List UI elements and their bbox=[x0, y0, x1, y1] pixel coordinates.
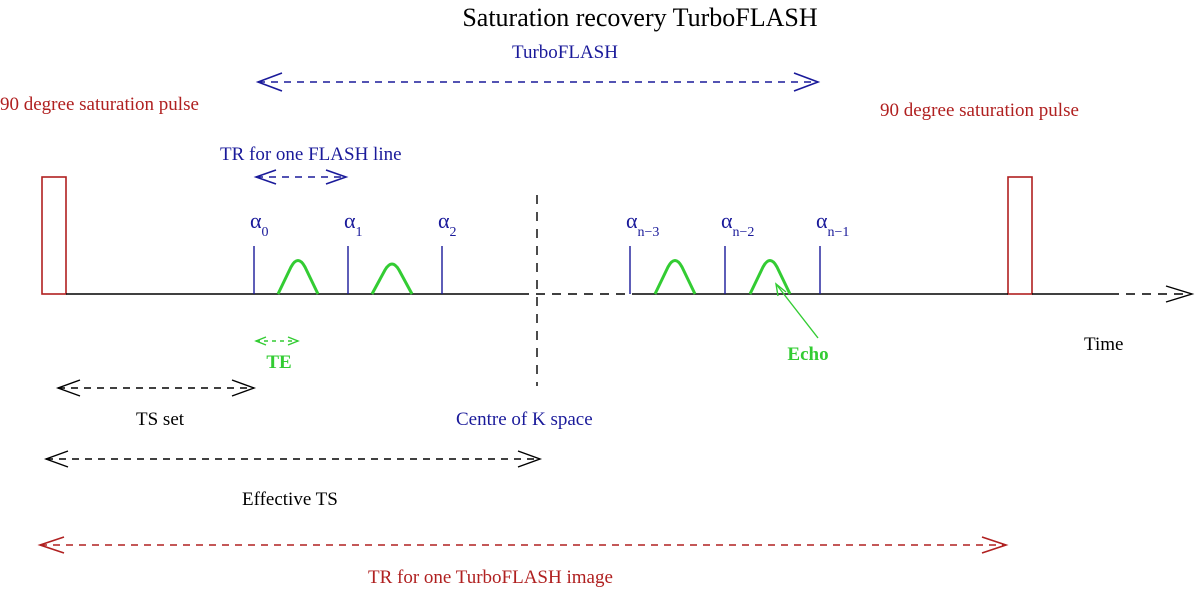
effective-ts-arrow bbox=[43, 450, 543, 468]
echo-3 bbox=[653, 259, 697, 295]
echo-signals bbox=[276, 259, 792, 295]
ts-set-arrow bbox=[55, 379, 257, 397]
alpha-label-1: α1 bbox=[344, 208, 363, 240]
te-arrow bbox=[254, 336, 300, 346]
echo-label: Echo bbox=[787, 344, 828, 365]
tr-line-label: TR for one FLASH line bbox=[220, 144, 402, 165]
echo-1 bbox=[276, 259, 320, 295]
echo-pointer bbox=[775, 282, 819, 339]
sat-pulse-left bbox=[41, 176, 67, 295]
time-label: Time bbox=[1084, 334, 1123, 355]
sat-pulse-left-label: 90 degree saturation pulse bbox=[0, 94, 199, 115]
centre-kspace-label: Centre of K space bbox=[456, 409, 593, 430]
echo-4 bbox=[748, 259, 792, 295]
tr-image-label: TR for one TurboFLASH image bbox=[368, 567, 613, 588]
alpha-label-n3: αn−3 bbox=[626, 208, 659, 240]
alpha-label-0: α0 bbox=[250, 208, 269, 240]
tr-line-arrow bbox=[253, 169, 349, 185]
alpha-label-n2: αn−2 bbox=[721, 208, 754, 240]
alpha-label-2: α2 bbox=[438, 208, 457, 240]
tr-image-arrow bbox=[37, 536, 1009, 554]
diagram-title: Saturation recovery TurboFLASH bbox=[462, 3, 818, 32]
alpha-pulse-lines bbox=[253, 246, 821, 294]
te-label: TE bbox=[266, 352, 291, 373]
ts-set-label: TS set bbox=[136, 409, 185, 430]
echo-2 bbox=[370, 262, 414, 295]
sat-pulse-right bbox=[1007, 176, 1033, 295]
effective-ts-label: Effective TS bbox=[242, 489, 338, 510]
turboflash-span-arrow bbox=[255, 72, 821, 92]
turboflash-label: TurboFLASH bbox=[512, 42, 618, 63]
alpha-label-n1: αn−1 bbox=[816, 208, 849, 240]
sat-pulse-right-label: 90 degree saturation pulse bbox=[880, 100, 1079, 121]
